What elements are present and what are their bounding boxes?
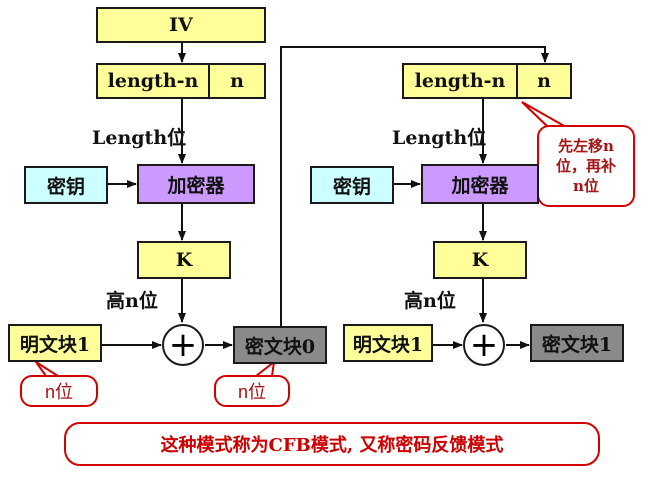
callout-tail-shift — [521, 101, 570, 128]
feedback-ciphertext-to-register — [280, 46, 549, 326]
callout-tail-plain — [35, 361, 62, 377]
key-box: 密钥 — [24, 166, 108, 204]
k-box: K — [137, 241, 231, 279]
xor-operator: + — [162, 324, 204, 366]
encryptor-box-right: 加密器 — [421, 164, 539, 204]
register-length-n-cell: length-n — [98, 65, 210, 97]
xor-operator-right: + — [463, 324, 505, 366]
n-bits-callout-ciphertext: n位 — [214, 375, 290, 407]
n-bits-callout-plaintext: n位 — [20, 375, 98, 407]
register-n-cell: n — [537, 70, 551, 92]
encryptor-box: 加密器 — [137, 164, 255, 204]
shift-register-right: length-n n — [402, 63, 572, 99]
plaintext-block-box: 明文块1 — [8, 324, 102, 362]
high-n-bits-label-right: 高n位 — [404, 290, 456, 312]
register-n-cell: n — [230, 70, 244, 92]
ciphertext-block1-box: 密文块1 — [530, 324, 624, 362]
length-bits-label-right: Length位 — [392, 127, 487, 149]
plaintext-block-box-right: 明文块1 — [343, 324, 433, 362]
high-n-bits-label: 高n位 — [106, 290, 158, 312]
ciphertext-block0-box: 密文块0 — [233, 326, 327, 364]
k-box-right: K — [433, 241, 527, 279]
key-box-right: 密钥 — [310, 166, 394, 204]
length-bits-label: Length位 — [92, 127, 187, 149]
cfb-mode-caption: 这种模式称为CFB模式, 又称密码反馈模式 — [64, 422, 600, 466]
iv-box: IV — [96, 7, 266, 43]
register-length-n-cell: length-n — [404, 65, 518, 97]
shift-note-callout: 先左移n 位，再补 n位 — [537, 125, 635, 207]
callout-tail-cipher — [253, 359, 276, 377]
shift-register-left: length-n n — [96, 63, 266, 99]
